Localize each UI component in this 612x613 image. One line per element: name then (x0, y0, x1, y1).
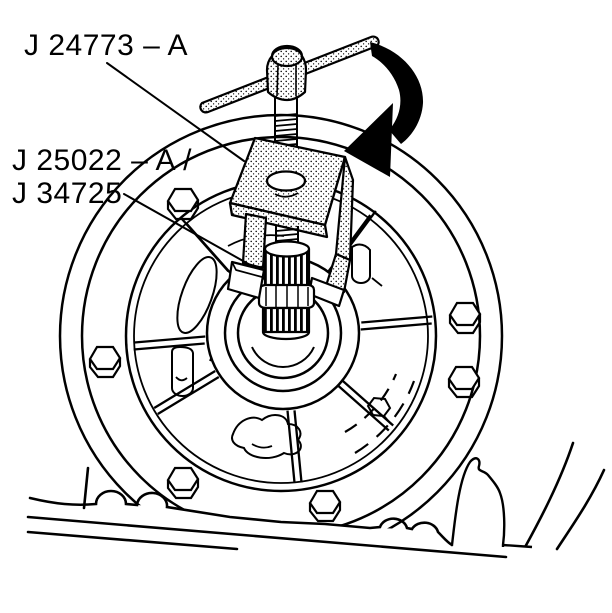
wheel-cast-details (171, 234, 416, 460)
screw-head-knob (265, 44, 308, 102)
splined-shaft (257, 240, 316, 341)
plate-screw-boss (265, 170, 307, 192)
case-stick-line (82, 466, 90, 510)
dashed-arc-outer (354, 380, 416, 454)
transmission-case-edges (522, 441, 606, 551)
case-front-face (15, 457, 545, 613)
rim-bolt (448, 301, 482, 335)
rim-bolt (88, 345, 122, 379)
boss-left (171, 345, 194, 397)
plate-front-edge (228, 201, 329, 239)
case-rib-curve-inner (555, 468, 606, 551)
hub-bore-arc (251, 346, 315, 368)
puller-plate (228, 136, 347, 239)
puller-tool-assembly (199, 35, 380, 341)
disc-slot-oval (176, 256, 218, 334)
case-rib-curve-outer (522, 441, 575, 551)
rim-bolt (447, 365, 481, 399)
case-gasket-line-short (26, 530, 239, 551)
bracket-right-leg (307, 155, 355, 308)
casting-blob (231, 414, 302, 460)
tool-label-j24773a: J 24773 – A (24, 29, 188, 62)
callout-leader-lines (106, 62, 253, 267)
rim-bolt (166, 187, 200, 221)
rim-bolts (88, 187, 482, 523)
tool-label-j34725: J 34725 (12, 177, 123, 210)
leader-line-top-label (106, 62, 245, 162)
case-gasket-line-long (26, 515, 508, 559)
case-edge-right (502, 543, 533, 549)
dashed-arc-inner (344, 373, 398, 433)
rim-bolt (166, 466, 200, 500)
tool-label-j25022a: J 25022 – A / (12, 144, 192, 177)
boss-upper-right (351, 243, 371, 284)
case-edge-line (28, 489, 454, 547)
rim-bolt (308, 489, 342, 523)
boss-lower-right (366, 396, 392, 418)
rotation-arrow-icon (344, 42, 424, 177)
bracket-left-leg (226, 212, 268, 300)
leader-line-mid-label (123, 193, 253, 267)
case-mound (450, 457, 506, 547)
